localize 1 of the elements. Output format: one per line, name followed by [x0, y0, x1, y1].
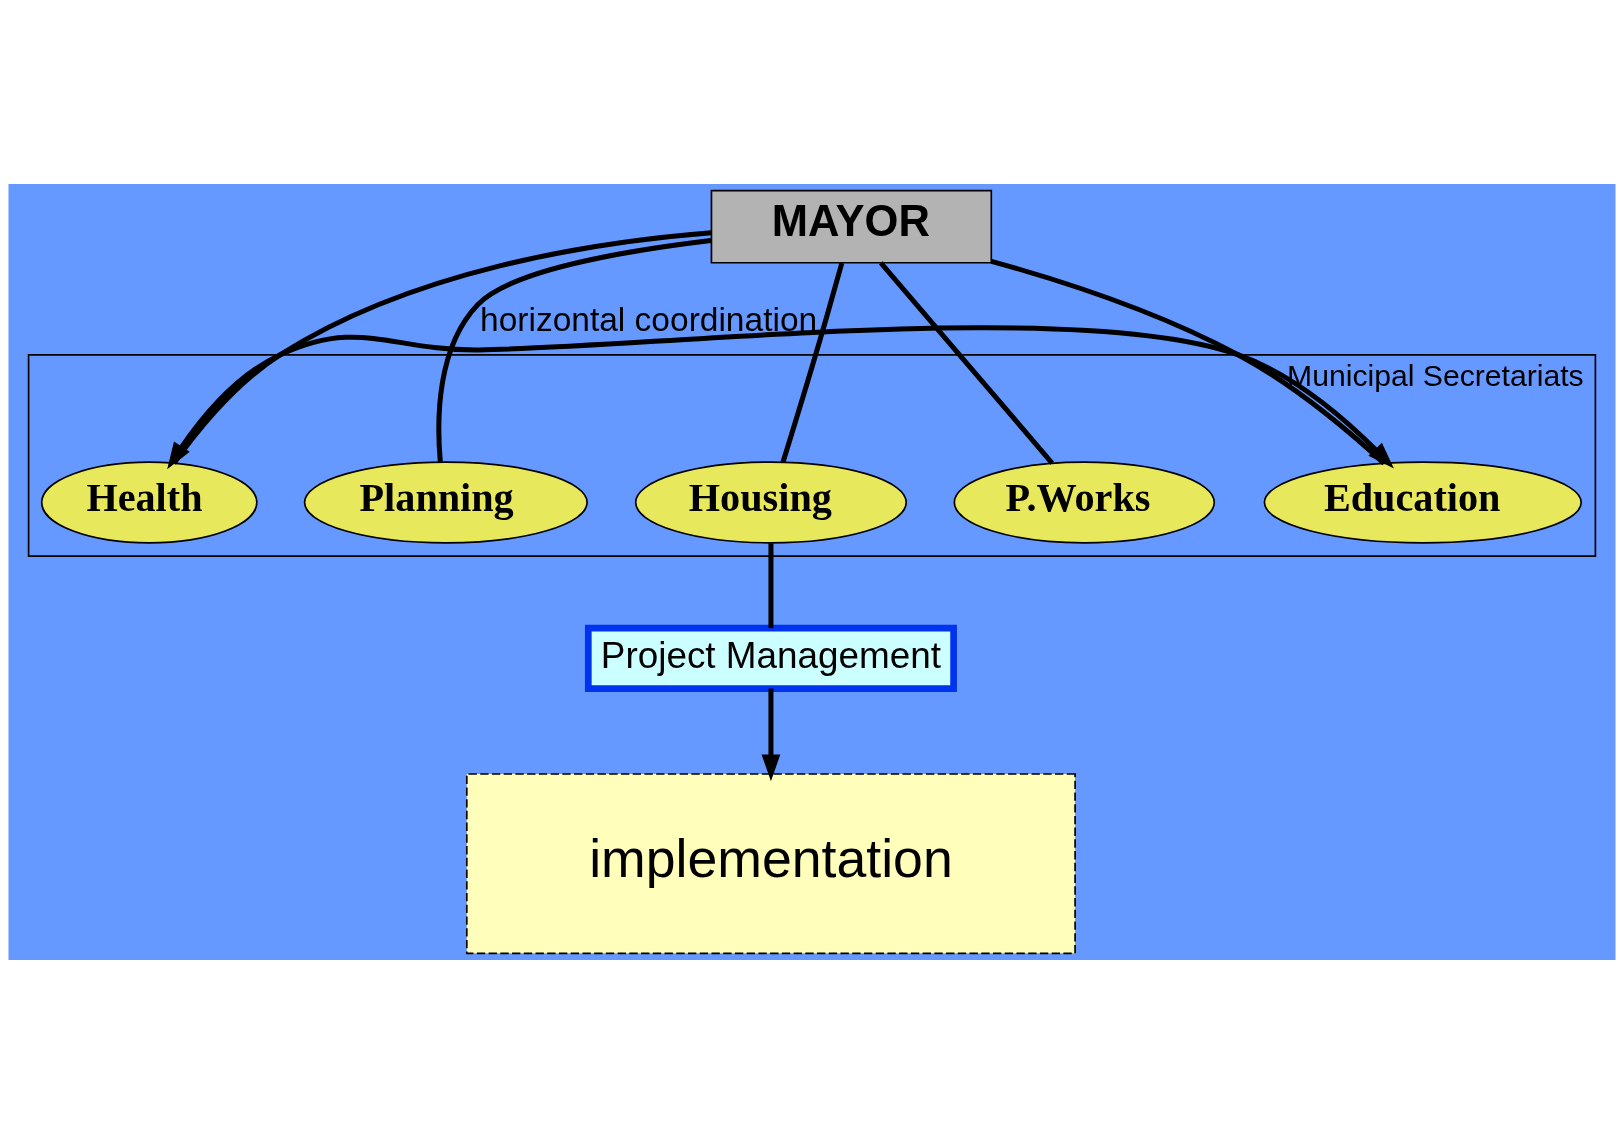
edge-label: horizontal coordination [480, 300, 818, 338]
